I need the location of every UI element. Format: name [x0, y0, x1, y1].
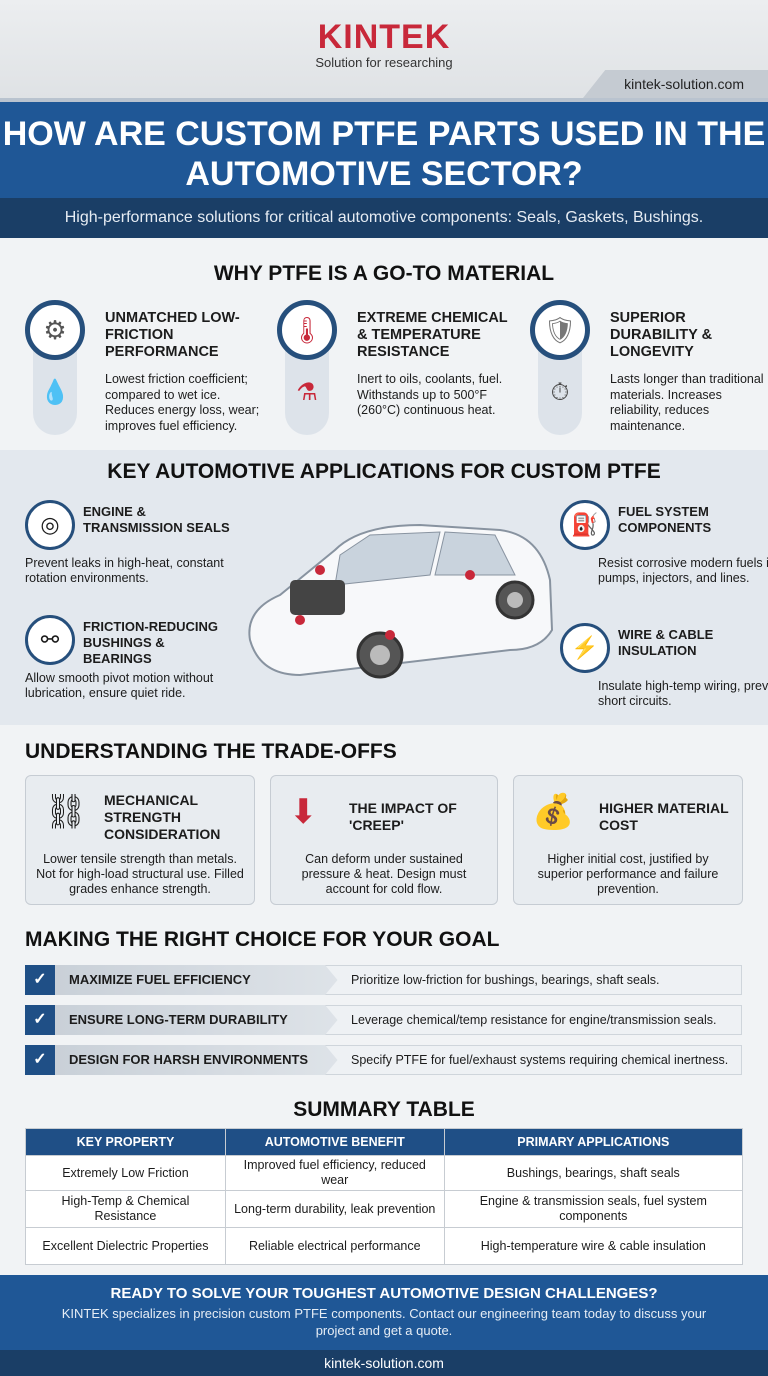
column-header: PRIMARY APPLICATIONS [443, 1128, 744, 1156]
choice-section-title: MAKING THE RIGHT CHOICE FOR YOUR GOAL [25, 928, 500, 951]
checkmark-icon: ✓ [25, 1005, 55, 1035]
website-link[interactable]: kintek-solution.com [583, 70, 768, 98]
footer-website-link[interactable]: kintek-solution.com [0, 1350, 768, 1376]
cable-icon: ⚡ [560, 623, 610, 673]
feature-desc: Inert to oils, coolants, fuel. Withstand… [357, 372, 503, 417]
checkmark-icon: ✓ [25, 1045, 55, 1075]
table-row: High-Temp & Chemical Resistance Long-ter… [25, 1190, 744, 1228]
table-cell: High-Temp & Chemical Resistance [25, 1190, 226, 1228]
tradeoff-desc: Can deform under sustained pressure & he… [301, 852, 467, 896]
table-cell: Excellent Dielectric Properties [25, 1227, 226, 1265]
choice-row: ✓ DESIGN FOR HARSH ENVIRONMENTS Specify … [25, 1045, 742, 1075]
logo-tagline: Solution for researching [315, 55, 453, 70]
gear-icon: ⚙ [25, 300, 85, 360]
table-cell: Extremely Low Friction [25, 1155, 226, 1191]
table-cell: Bushings, bearings, shaft seals [443, 1155, 744, 1191]
fuel-nozzle-icon: ⛽ [560, 500, 610, 550]
app-desc: Resist corrosive modern fuels in pumps, … [598, 556, 768, 585]
tradeoff-desc: Lower tensile strength than metals. Not … [36, 852, 244, 896]
choice-action: Prioritize low-friction for bushings, be… [325, 965, 742, 995]
app-desc: Insulate high-temp wiring, prevent short… [598, 679, 768, 708]
shield-icon: 🛡 [530, 300, 590, 360]
tradeoff-creep: ⬇ THE IMPACT OF 'CREEP' Can deform under… [270, 775, 498, 905]
footer-cta: READY TO SOLVE YOUR TOUGHEST AUTOMOTIVE … [0, 1275, 768, 1350]
app-title: FRICTION-REDUCING BUSHINGS & BEARINGS [83, 619, 219, 666]
compression-arrow-icon: ⬇ [289, 793, 318, 831]
table-header-row: KEY PROPERTY AUTOMOTIVE BENEFIT PRIMARY … [25, 1128, 744, 1156]
table-row: Excellent Dielectric Properties Reliable… [25, 1227, 744, 1265]
choice-row: ✓ ENSURE LONG-TERM DURABILITY Leverage c… [25, 1005, 742, 1035]
feature-desc: Lasts longer than traditional materials.… [610, 372, 764, 433]
cta-text: KINTEK specializes in precision custom P… [61, 1306, 707, 1338]
feature-title: SUPERIOR DURABILITY & LONGEVITY [610, 310, 713, 360]
thermometer-icon: 🌡 [277, 300, 337, 360]
app-title: WIRE & CABLE INSULATION [618, 627, 714, 658]
stopwatch-icon: ⏱ [538, 350, 582, 435]
why-section-title: WHY PTFE IS A GO-TO MATERIAL [213, 262, 555, 285]
app-title: ENGINE & TRANSMISSION SEALS [83, 504, 230, 535]
tradeoff-title: MECHANICAL STRENGTH CONSIDERATION [104, 792, 221, 842]
app-desc: Prevent leaks in high-heat, constant rot… [25, 556, 224, 585]
tradeoff-cost: 💰 HIGHER MATERIAL COST Higher initial co… [513, 775, 743, 905]
tradeoff-desc: Higher initial cost, justified by superi… [537, 852, 719, 896]
broken-chain-icon: ⛓ [44, 793, 88, 831]
logo: KINTEK Solution for researching [0, 18, 768, 70]
choice-goal: MAXIMIZE FUEL EFFICIENCY [55, 965, 355, 995]
feature-title: UNMATCHED LOW-FRICTION PERFORMANCE [105, 310, 240, 360]
table-cell: Reliable electrical performance [224, 1227, 445, 1265]
table-cell: Engine & transmission seals, fuel system… [443, 1190, 744, 1228]
table-cell: High-temperature wire & cable insulation [443, 1227, 744, 1265]
bushing-link-icon: ⚯ [25, 615, 75, 665]
choice-goal: ENSURE LONG-TERM DURABILITY [55, 1005, 355, 1035]
tradeoff-title: THE IMPACT OF 'CREEP' [349, 800, 457, 833]
car-illustration [248, 523, 554, 679]
app-title: FUEL SYSTEM COMPONENTS [618, 504, 712, 535]
feature-desc: Lowest friction coefficient; compared to… [105, 372, 260, 433]
tradeoffs-section-title: UNDERSTANDING THE TRADE-OFFS [25, 740, 397, 763]
summary-table: KEY PROPERTY AUTOMOTIVE BENEFIT PRIMARY … [25, 1128, 744, 1265]
summary-title: SUMMARY TABLE [293, 1098, 475, 1121]
cta-heading: READY TO SOLVE YOUR TOUGHEST AUTOMOTIVE … [110, 1285, 658, 1302]
tradeoff-title: HIGHER MATERIAL COST [599, 800, 729, 833]
logo-brand: KINTEK [317, 18, 451, 56]
water-drop-icon: 💧 [33, 350, 77, 435]
choice-goal: DESIGN FOR HARSH ENVIRONMENTS [55, 1045, 355, 1075]
tradeoff-strength: ⛓ MECHANICAL STRENGTH CONSIDERATION Lowe… [25, 775, 255, 905]
page-title: HOW ARE CUSTOM PTFE PARTS USED IN THE AU… [0, 98, 768, 198]
coins-chart-icon: 💰 [532, 793, 575, 831]
app-desc: Allow smooth pivot motion without lubric… [25, 671, 214, 700]
feature-title: EXTREME CHEMICAL & TEMPERATURE RESISTANC… [357, 310, 508, 360]
choice-row: ✓ MAXIMIZE FUEL EFFICIENCY Prioritize lo… [25, 965, 742, 995]
apps-section-title: KEY AUTOMOTIVE APPLICATIONS FOR CUSTOM P… [107, 460, 661, 483]
flask-icon: ⚗ [285, 350, 329, 435]
choice-action: Leverage chemical/temp resistance for en… [325, 1005, 742, 1035]
table-cell: Long-term durability, leak prevention [224, 1190, 445, 1228]
table-cell: Improved fuel efficiency, reduced wear [224, 1155, 445, 1191]
seal-ring-icon: ◎ [25, 500, 75, 550]
column-header: KEY PROPERTY [25, 1128, 226, 1156]
table-row: Extremely Low Friction Improved fuel eff… [25, 1155, 744, 1191]
column-header: AUTOMOTIVE BENEFIT [224, 1128, 445, 1156]
page-subtitle: High-performance solutions for critical … [0, 198, 768, 238]
checkmark-icon: ✓ [25, 965, 55, 995]
choice-action: Specify PTFE for fuel/exhaust systems re… [325, 1045, 742, 1075]
